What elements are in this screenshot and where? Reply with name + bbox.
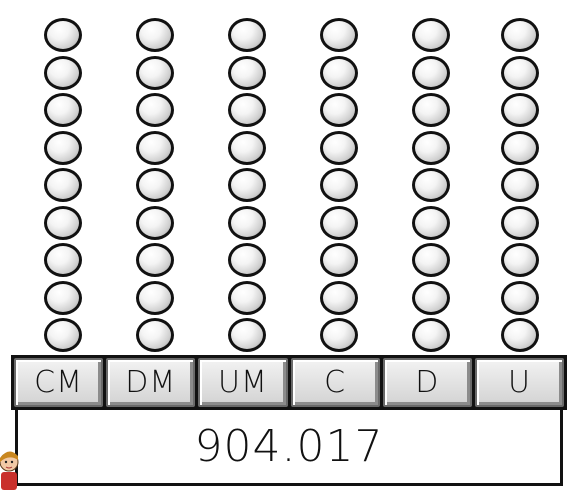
bead[interactable]	[44, 131, 82, 165]
label-key-d[interactable]: D	[383, 358, 472, 407]
bead[interactable]	[412, 131, 450, 165]
bead[interactable]	[136, 93, 174, 127]
label-text: U	[508, 365, 531, 400]
bead[interactable]	[320, 206, 358, 240]
bead[interactable]	[412, 281, 450, 315]
mascot-icon	[0, 448, 22, 490]
label-text: C	[324, 365, 346, 400]
bead[interactable]	[44, 56, 82, 90]
rod-dm	[125, 0, 185, 356]
label-key-u[interactable]: U	[475, 358, 564, 407]
bead[interactable]	[44, 281, 82, 315]
label-key-c[interactable]: C	[291, 358, 380, 407]
number-value: 904.017	[195, 421, 384, 472]
label-text: UM	[218, 365, 268, 400]
bead[interactable]	[44, 206, 82, 240]
bead[interactable]	[228, 206, 266, 240]
bead[interactable]	[228, 243, 266, 277]
bead[interactable]	[501, 93, 539, 127]
bead[interactable]	[136, 243, 174, 277]
bead[interactable]	[320, 131, 358, 165]
bead[interactable]	[228, 318, 266, 352]
bead[interactable]	[320, 56, 358, 90]
bead[interactable]	[320, 243, 358, 277]
bead[interactable]	[320, 281, 358, 315]
label-text: DM	[125, 365, 176, 400]
bead[interactable]	[228, 168, 266, 202]
bead[interactable]	[136, 281, 174, 315]
bead[interactable]	[501, 168, 539, 202]
rod-cm	[33, 0, 93, 356]
bead[interactable]	[136, 18, 174, 52]
label-text: D	[415, 365, 439, 400]
bead[interactable]	[136, 56, 174, 90]
bead[interactable]	[228, 281, 266, 315]
bead[interactable]	[412, 206, 450, 240]
bead[interactable]	[228, 18, 266, 52]
place-value-labels: CM DM UM C D U	[11, 355, 567, 410]
bead[interactable]	[501, 131, 539, 165]
bead[interactable]	[136, 168, 174, 202]
bead[interactable]	[44, 18, 82, 52]
bead[interactable]	[320, 318, 358, 352]
bead[interactable]	[412, 318, 450, 352]
bead[interactable]	[501, 18, 539, 52]
bead[interactable]	[44, 168, 82, 202]
bead[interactable]	[136, 318, 174, 352]
label-text: CM	[34, 365, 83, 400]
number-display: 904.017	[15, 410, 563, 486]
bead[interactable]	[44, 318, 82, 352]
bead[interactable]	[412, 93, 450, 127]
bead[interactable]	[136, 206, 174, 240]
bead[interactable]	[412, 168, 450, 202]
bead[interactable]	[412, 18, 450, 52]
label-key-dm[interactable]: DM	[106, 358, 195, 407]
bead[interactable]	[501, 206, 539, 240]
bead[interactable]	[320, 18, 358, 52]
bead[interactable]	[412, 243, 450, 277]
bead[interactable]	[501, 281, 539, 315]
bead[interactable]	[136, 131, 174, 165]
rod-u	[490, 0, 550, 356]
bead[interactable]	[320, 93, 358, 127]
bead[interactable]	[501, 243, 539, 277]
bead[interactable]	[501, 318, 539, 352]
rod-um	[217, 0, 277, 356]
bead[interactable]	[501, 56, 539, 90]
bead[interactable]	[320, 168, 358, 202]
label-key-cm[interactable]: CM	[14, 358, 103, 407]
bead[interactable]	[228, 93, 266, 127]
bead[interactable]	[44, 93, 82, 127]
label-key-um[interactable]: UM	[198, 358, 287, 407]
rod-d	[401, 0, 461, 356]
bead[interactable]	[412, 56, 450, 90]
bead[interactable]	[228, 131, 266, 165]
bead[interactable]	[228, 56, 266, 90]
bead[interactable]	[44, 243, 82, 277]
rod-c	[309, 0, 369, 356]
